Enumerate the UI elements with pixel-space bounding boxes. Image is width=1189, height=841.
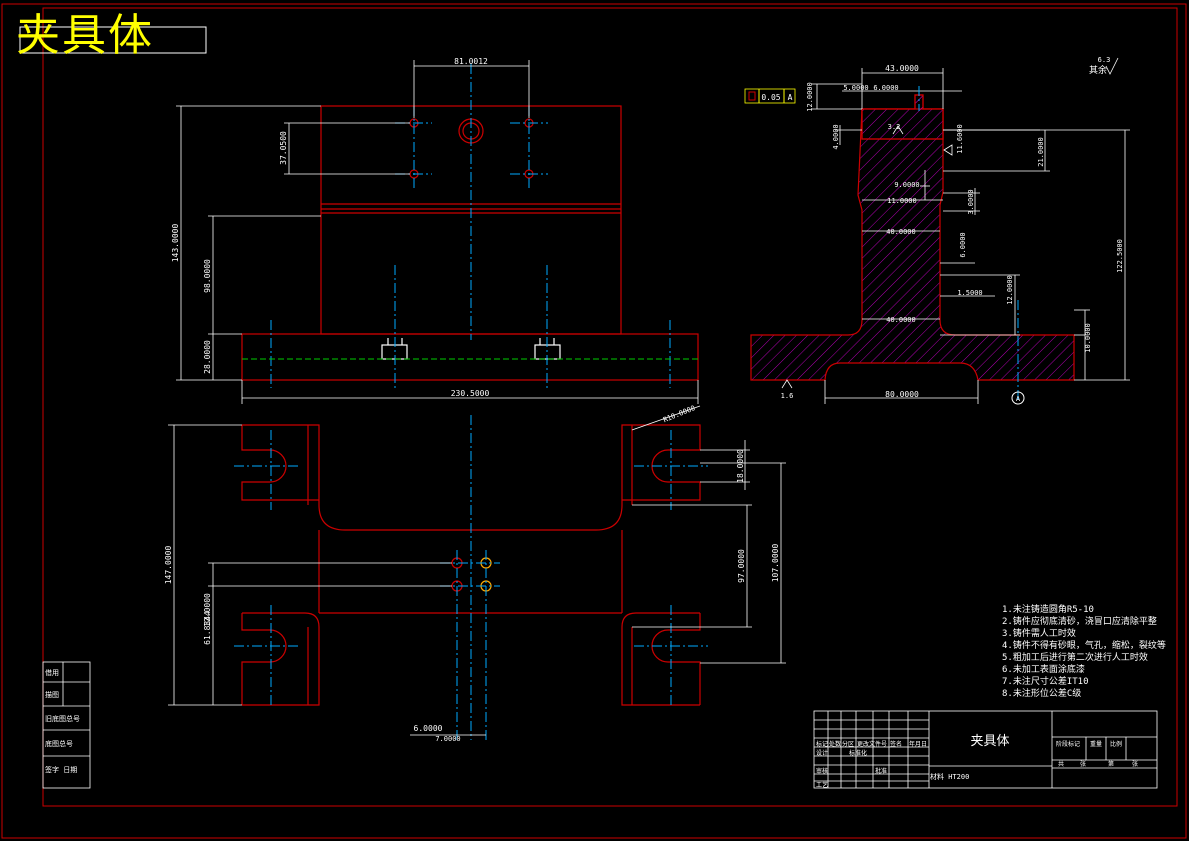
side-centerlines (918, 86, 1019, 402)
tolerance-value: 0.05 (761, 93, 780, 102)
front-base (241, 333, 699, 381)
tb-stage: 阶段标记 (1056, 740, 1080, 748)
dim-6d: 6.0000 (959, 232, 967, 257)
side-old-no: 旧底图总号 (45, 714, 80, 723)
dim-107: 107.0000 (771, 544, 780, 583)
side-borrow: 借用 (45, 668, 59, 677)
front-view (241, 105, 699, 381)
title-block-material: 材料 HT200 (930, 772, 969, 781)
top-dim-lines (168, 405, 786, 736)
tolerance-datum: A (788, 93, 793, 102)
front-dim-lines (176, 60, 699, 404)
tb-zone: 分区 (842, 740, 854, 748)
dim-230: 230.5000 (451, 389, 490, 398)
tb-weight: 重量 (1090, 740, 1102, 748)
dim-4: 4.0000 (832, 124, 840, 149)
dim-12d: 12.0000 (1006, 275, 1014, 305)
roughness-marks (781, 125, 953, 389)
dim-12c: 12.0000 (806, 82, 814, 112)
inner-border (42, 7, 1178, 807)
side-block-labels: 借用 描图 旧底图总号 底图总号 签字 日期 (45, 668, 80, 774)
side-sign-date: 签字 日期 (45, 765, 77, 774)
note-6: 6.未加工表面涂底漆 (1002, 663, 1085, 675)
dim-37: 37.0500 (279, 131, 288, 165)
dim-9: 9.0000 (894, 181, 919, 189)
title-block-name: 夹具体 (970, 734, 1009, 749)
dim-122: 122.5000 (1116, 239, 1124, 273)
note-1: 1.未注铸造圆角R5-10 (1002, 603, 1094, 615)
dim-40b: 40.0000 (886, 316, 916, 324)
dim-143: 143.0000 (171, 224, 180, 263)
side-dim-lines (812, 68, 1130, 404)
tb-approve: 批准 (875, 767, 887, 775)
title-box (19, 26, 207, 54)
dim-80: 80.0000 (885, 390, 919, 399)
roughness-other-value: 6.3 (1098, 56, 1111, 64)
note-7: 7.未注尺寸公差IT10 (1002, 675, 1089, 687)
note-4: 4.铸件不得有砂眼，气孔，缩松，裂纹等 (1002, 639, 1166, 651)
tolerance-frame: 0.05 A (744, 88, 796, 104)
dim-40a: 40.0000 (886, 228, 916, 236)
side-trace: 描图 (45, 690, 59, 699)
dim-7: 7.0000 (435, 735, 460, 743)
tb-date: 年月日 (909, 740, 927, 748)
tb-review: 审核 (816, 767, 828, 775)
tb-standard: 标准化 (849, 749, 867, 757)
technical-notes: 1.未注铸造圆角R5-10 2.铸件应彻底清砂，浇冒口应清除平整 3.铸件需人工… (1002, 603, 1166, 699)
tb-no: 第 (1108, 760, 1114, 768)
dim-6c: 6.0000 (873, 84, 898, 92)
note-2: 2.铸件应彻底清砂，浇冒口应清除平整 (1002, 615, 1157, 627)
dim-5: 5.0000 (843, 84, 868, 92)
roughness-1-6: 1.6 (781, 392, 794, 400)
top-centerlines (234, 415, 708, 740)
tb-sign: 签名 (890, 740, 902, 748)
tb-change: 更改文件号 (857, 740, 887, 748)
dim-21: 21.0000 (1037, 137, 1045, 167)
tb-sheets-b: 张 (1132, 760, 1138, 768)
dim-147: 147.0000 (164, 546, 173, 585)
roughness-other-label: 其余 (1089, 64, 1107, 76)
front-centerlines (270, 64, 671, 388)
drawing-title: 夹具体 (16, 10, 154, 61)
tb-design: 设计 (816, 749, 828, 757)
side-base-no: 底图总号 (45, 739, 73, 748)
side-section (750, 94, 1075, 381)
tb-sheets-a: 张 (1080, 760, 1086, 768)
outer-border (1, 3, 1187, 839)
note-5: 5.粗加工后进行第二次进行人工时效 (1002, 651, 1148, 663)
note-3: 3.铸件需人工时效 (1002, 627, 1076, 639)
title-block-labels: 标记 设计 审核 工艺 处数 分区 标准化 更改文件号 批准 签名 年月日 阶段… (816, 740, 1138, 789)
dim-6a: 6.0000 (414, 724, 443, 733)
dim-98: 98.0000 (203, 259, 212, 293)
dim-1-5: 1.5000 (957, 289, 982, 297)
title-block (813, 710, 1158, 789)
dim-10: 10.0000 (1084, 323, 1092, 353)
dim-3: 3.0000 (967, 189, 975, 214)
datum-marker: A (1011, 391, 1025, 405)
side-block (42, 661, 91, 789)
dim-43: 43.0000 (885, 64, 919, 73)
dim-28: 28.0000 (203, 340, 212, 374)
dim-12b: 12.0000 (203, 593, 212, 627)
dim-11-6: 11.6000 (956, 124, 964, 154)
tb-count: 处数 (829, 740, 841, 748)
dim-11: 11.0000 (887, 197, 917, 205)
tb-process: 工艺 (816, 781, 828, 789)
tb-mark: 标记 (816, 740, 828, 748)
datum-label: A (1016, 395, 1021, 403)
tb-total: 共 (1058, 760, 1064, 768)
dim-81: 81.0012 (454, 57, 488, 66)
dim-97: 97.0000 (737, 549, 746, 583)
dim-18: 18.0000 (736, 449, 745, 483)
roughness-3-2: 3.2 (888, 123, 901, 131)
dim-radius: R10.0000 (662, 404, 696, 424)
tb-ratio: 比例 (1110, 740, 1122, 748)
roughness-other-symbol (1105, 57, 1119, 75)
note-8: 8.未注形位公差C级 (1002, 687, 1081, 699)
dim-61: 61.8344 (203, 611, 212, 645)
